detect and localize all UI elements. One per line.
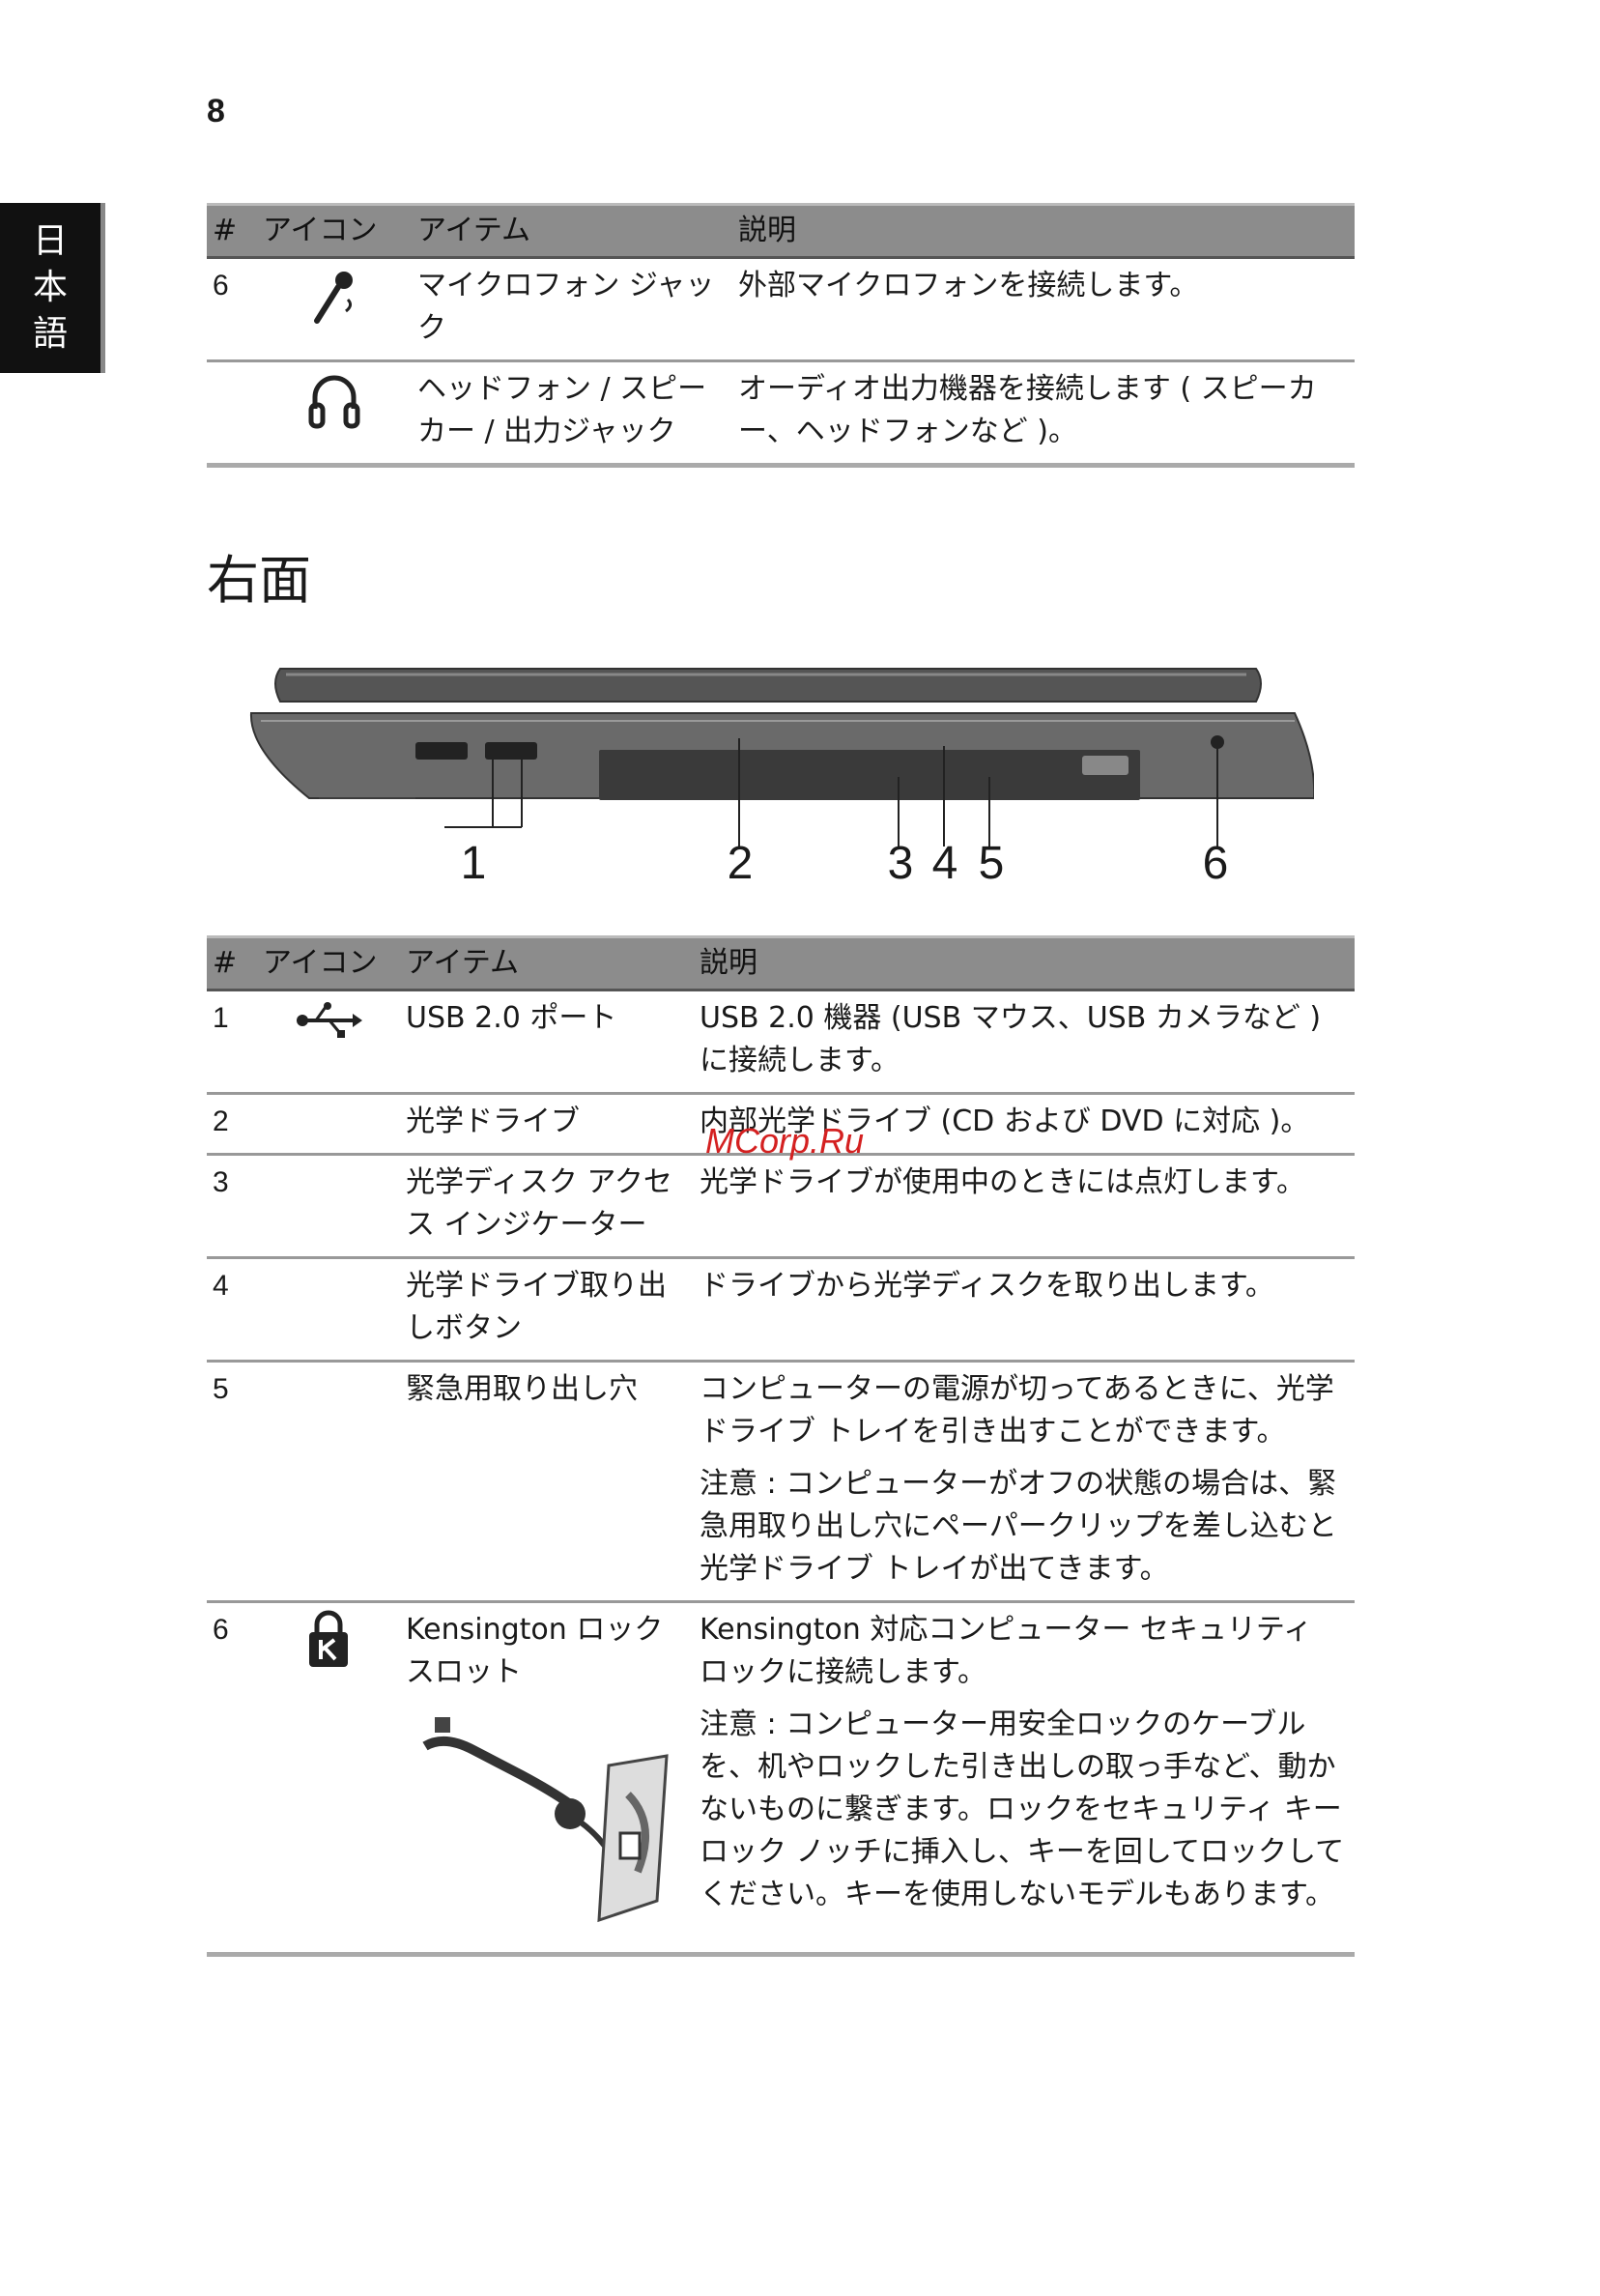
audio-ports-table: # アイコン アイテム 説明 6 マイクロフォン ジャック 外部マイクロフォンを… (207, 203, 1355, 468)
table-header-row: # アイコン アイテム 説明 (207, 203, 1355, 259)
row-item: Kensington ロック スロット (406, 1613, 664, 1689)
row-number: 6 (207, 257, 257, 362)
row-item: USB 2.0 ポート (400, 990, 694, 1095)
header-description: 説明 (694, 935, 1355, 991)
language-tab-char: 本 (32, 268, 68, 307)
row-item: 光学ドライブ取り出しボタン (400, 1257, 694, 1363)
row-number: 3 (207, 1154, 257, 1259)
callout-6: 6 (1202, 838, 1229, 889)
row-item: 光学ディスク アクセス インジケーター (400, 1154, 694, 1259)
header-icon: アイコン (257, 935, 400, 991)
callout-3: 3 (887, 838, 914, 889)
row-description: 内部光学ドライブ (CD および DVD に対応 )。 (694, 1093, 1355, 1156)
table-row: 3 光学ディスク アクセス インジケーター 光学ドライブが使用中のときには点灯し… (207, 1154, 1355, 1259)
row-icon-cell (257, 1361, 400, 1603)
watermark: MCorp.Ru (705, 1121, 865, 1161)
right-side-ports-table: # アイコン アイテム 説明 1 USB 2.0 ポート USB 2.0 機器 (207, 935, 1355, 1957)
row-description: オーディオ出力機器を接続します ( スピーカー、ヘッドフォンなど )。 (732, 360, 1355, 468)
row-item-cell: Kensington ロック スロット (400, 1601, 694, 1957)
callout-2: 2 (727, 838, 754, 889)
row-icon-cell (257, 990, 400, 1095)
headphones-icon (308, 375, 360, 429)
table-row: ヘッドフォン / スピーカー / 出力ジャック オーディオ出力機器を接続します … (207, 360, 1355, 468)
table-row: 6 マイクロフォン ジャック 外部マイクロフォンを接続します。 (207, 257, 1355, 362)
row-item: マイクロフォン ジャック (412, 257, 732, 362)
row-item: ヘッドフォン / スピーカー / 出力ジャック (412, 360, 732, 468)
row-number: 5 (207, 1361, 257, 1603)
lock-cable-illustration (422, 1717, 669, 1923)
callout-4: 4 (931, 838, 958, 889)
row-description-text: コンピューターの電源が切ってあるときに、光学ドライブ トレイを引き出すことができ… (700, 1372, 1334, 1449)
row-description: 外部マイクロフォンを接続します。 (732, 257, 1355, 362)
row-description: Kensington 対応コンピューター セキュリティ ロックに接続します。 注… (694, 1601, 1355, 1957)
table-row: 1 USB 2.0 ポート USB 2.0 機器 (USB マウス、USB カメ… (207, 990, 1355, 1095)
row-number: 6 (207, 1601, 257, 1957)
row-description: 光学ドライブが使用中のときには点灯します。 (694, 1154, 1355, 1259)
row-description: コンピューターの電源が切ってあるときに、光学ドライブ トレイを引き出すことができ… (694, 1361, 1355, 1603)
row-item: 緊急用取り出し穴 (400, 1361, 694, 1603)
language-tab-edge (100, 203, 105, 373)
table-row: 5 緊急用取り出し穴 コンピューターの電源が切ってあるときに、光学ドライブ トレ… (207, 1361, 1355, 1603)
callout-1: 1 (460, 838, 487, 889)
row-icon-cell (257, 1257, 400, 1363)
page-number: 8 (207, 93, 225, 129)
row-description-text: Kensington 対応コンピューター セキュリティ ロックに接続します。 (700, 1613, 1313, 1689)
row-note: 注意 : コンピューターがオフの状態の場合は、緊急用取り出し穴にペーパークリップ… (700, 1467, 1337, 1586)
header-number: # (207, 203, 257, 259)
header-number: # (207, 935, 257, 991)
row-number: 1 (207, 990, 257, 1095)
table-row: 6 Kensington ロック スロット (207, 1601, 1355, 1957)
table-header-row: # アイコン アイテム 説明 (207, 935, 1355, 991)
row-description: ドライブから光学ディスクを取り出します。 (694, 1257, 1355, 1363)
row-description: USB 2.0 機器 (USB マウス、USB カメラなど ) に接続します。 (694, 990, 1355, 1095)
row-icon-cell (257, 360, 412, 468)
language-tab-char: 日 (32, 221, 68, 261)
table-row: 2 光学ドライブ 内部光学ドライブ (CD および DVD に対応 )。 (207, 1093, 1355, 1156)
kensington-lock-icon (309, 1610, 348, 1667)
usb-icon (297, 1002, 362, 1038)
laptop-right-side-figure (249, 668, 1314, 847)
row-icon-cell (257, 1093, 400, 1156)
row-item: 光学ドライブ (400, 1093, 694, 1156)
row-number: 2 (207, 1093, 257, 1156)
header-icon: アイコン (257, 203, 412, 259)
row-note: 注意 : コンピューター用安全ロックのケーブルを、机やロックした引き出しの取っ手… (700, 1708, 1345, 1911)
row-icon-cell (257, 257, 412, 362)
row-number: 4 (207, 1257, 257, 1363)
table-row: 4 光学ドライブ取り出しボタン ドライブから光学ディスクを取り出します。 (207, 1257, 1355, 1363)
header-item: アイテム (412, 203, 732, 259)
callout-5: 5 (978, 838, 1005, 889)
microphone-icon (314, 272, 353, 324)
section-title: 右面 (207, 550, 311, 611)
row-number (207, 360, 257, 468)
language-tab-char: 語 (32, 314, 68, 354)
header-item: アイテム (400, 935, 694, 991)
row-icon-cell (257, 1601, 400, 1957)
row-icon-cell (257, 1154, 400, 1259)
language-tab: 日 本 語 (0, 203, 100, 373)
header-description: 説明 (732, 203, 1355, 259)
